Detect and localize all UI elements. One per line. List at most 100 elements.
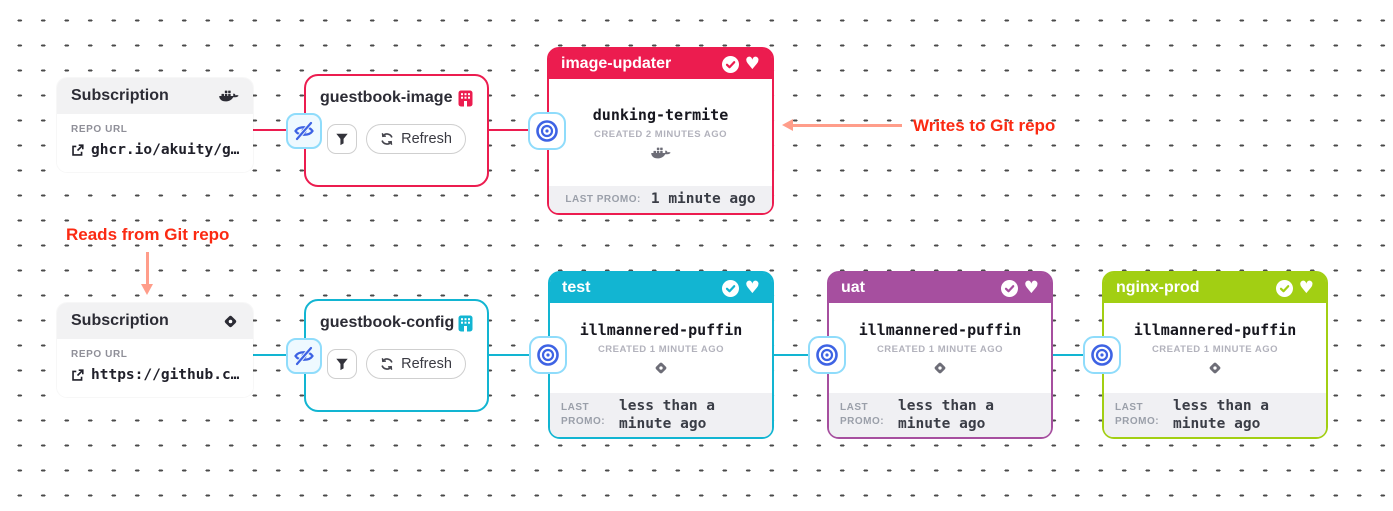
last-promo-value: less than a minute ago [1173,397,1270,432]
refresh-button[interactable]: Refresh [366,349,466,379]
annotation-arrow-down-line [146,252,149,285]
freight-name[interactable]: illmannered-puffin [1133,321,1297,340]
filter-button[interactable] [327,124,358,154]
warehouse-actions: Refresh [306,116,487,154]
freight-created-label: CREATED 1 MINUTE AGO [1151,344,1279,356]
stage-name: uat [841,279,865,296]
filter-button[interactable] [327,349,358,379]
freight-created-label: CREATED 2 MINUTES AGO [594,129,727,140]
stage-header: image-updater ♥ [549,49,772,79]
edge-test-to-uat [773,354,829,356]
annotation-arrow-left-line [792,124,902,127]
repo-url-text: ghcr.io/akuity/g… [91,142,240,158]
stage-node-image-updater[interactable]: image-updater ♥ dunking-termite CREATED … [528,47,774,215]
warehouse-node-guestbook-config[interactable]: guestbook-config [286,299,489,412]
warehouse-building-icon [458,90,473,107]
annotation-reads-from-git-repo: Reads from Git repo [66,225,230,244]
edge-subscription-to-guestbook-image [253,129,305,131]
verified-check-icon [1000,279,1018,297]
annotation-arrow-left-head [782,119,793,131]
subscription-title: Subscription [71,312,169,329]
warehouse-node-guestbook-image[interactable]: guestbook-image [286,74,489,187]
health-heart-icon: ♥ [744,53,760,74]
edge-guestbook-image-to-image-updater [489,129,549,131]
bullseye-target-icon[interactable] [529,336,567,374]
docker-icon [219,88,239,104]
repo-url-text: https://github.c… [91,367,240,383]
stage-name: image-updater [561,55,672,72]
subscription-header: Subscription [57,78,253,114]
warehouse-name: guestbook-config [320,314,455,331]
bullseye-target-icon[interactable] [1083,336,1121,374]
subscription-node-image[interactable]: Subscription REPO URL ghcr.io/akuity/g… [57,78,253,172]
freight-created-label: CREATED 1 MINUTE AGO [597,344,725,356]
stage-node-nginx-prod[interactable]: nginx-prod ♥ illmannered-puffin CREATED … [1083,271,1328,439]
last-promo-bar: LAST PROMO: less than a minute ago [1104,392,1326,437]
verified-check-icon [721,55,739,73]
edge-subscription-to-guestbook-config [253,354,305,356]
stage-header: test ♥ [550,273,772,303]
funnel-icon [335,132,349,146]
freight-name[interactable]: dunking-termite [592,106,729,124]
last-promo-label: LAST PROMO: [565,193,641,205]
edge-guestbook-config-to-test [489,354,550,356]
freight-name[interactable]: illmannered-puffin [579,321,743,340]
health-heart-icon: ♥ [1298,277,1314,298]
bullseye-target-icon[interactable] [808,336,846,374]
repo-url-label: REPO URL [71,349,128,360]
stage-node-uat[interactable]: uat ♥ illmannered-puffin CREATED 1 MINUT… [808,271,1053,439]
eye-slash-icon[interactable] [286,337,322,374]
bullseye-target-icon[interactable] [528,112,566,150]
git-commit-icon [653,360,669,376]
subscription-header: Subscription [57,303,253,339]
subscription-body: REPO URL https://github.c… [57,339,253,397]
annotation-arrow-down-head [141,284,153,295]
subscription-node-git[interactable]: Subscription REPO URL https://github.c… [57,303,253,397]
warehouse-header: guestbook-config [306,301,487,341]
last-promo-bar: LAST PROMO: less than a minute ago [829,392,1051,437]
refresh-icon [380,132,394,146]
stage-node-test[interactable]: test ♥ illmannered-puffin CREATED 1 MINU… [529,271,774,439]
repo-url-link[interactable]: https://github.c… [71,367,239,383]
stage-body: dunking-termite CREATED 2 MINUTES AGO [549,79,772,186]
last-promo-value: 1 minute ago [650,191,756,208]
repo-url-link[interactable]: ghcr.io/akuity/g… [71,142,239,158]
last-promo-label: LAST PROMO: [1115,402,1160,427]
verified-check-icon [721,279,739,297]
stage-body: illmannered-puffin CREATED 1 MINUTE AGO [550,303,772,393]
refresh-label: Refresh [401,131,452,147]
warehouse-name: guestbook-image [320,89,453,106]
refresh-button[interactable]: Refresh [366,124,466,154]
external-link-icon [71,143,84,157]
annotation-writes-to-git-repo: Writes to Git repo [913,116,1056,135]
external-link-icon [71,368,84,382]
health-heart-icon: ♥ [1023,277,1039,298]
stage-body: illmannered-puffin CREATED 1 MINUTE AGO [1104,303,1326,393]
warehouse-actions: Refresh [306,341,487,379]
last-promo-bar: LAST PROMO: 1 minute ago [549,186,772,213]
last-promo-value: less than a minute ago [619,397,716,432]
repo-url-label: REPO URL [71,124,128,135]
stage-header: nginx-prod ♥ [1104,273,1326,303]
git-commit-icon [222,313,239,330]
docker-icon [650,145,671,161]
health-heart-icon: ♥ [744,277,760,298]
freight-created-label: CREATED 1 MINUTE AGO [876,344,1004,356]
last-promo-label: LAST PROMO: [840,402,885,427]
refresh-icon [380,357,394,371]
last-promo-label: LAST PROMO: [561,402,606,427]
warehouse-building-icon [458,315,473,332]
stage-name: nginx-prod [1116,279,1200,296]
edge-uat-to-nginx-prod [1052,354,1104,356]
last-promo-bar: LAST PROMO: less than a minute ago [550,392,772,437]
last-promo-value: less than a minute ago [898,397,995,432]
freight-name[interactable]: illmannered-puffin [858,321,1022,340]
refresh-label: Refresh [401,356,452,372]
stage-name: test [562,279,591,296]
git-commit-icon [932,360,948,376]
eye-slash-icon[interactable] [286,112,322,149]
git-commit-icon [1207,360,1223,376]
stage-body: illmannered-puffin CREATED 1 MINUTE AGO [829,303,1051,393]
warehouse-header: guestbook-image [306,76,487,116]
